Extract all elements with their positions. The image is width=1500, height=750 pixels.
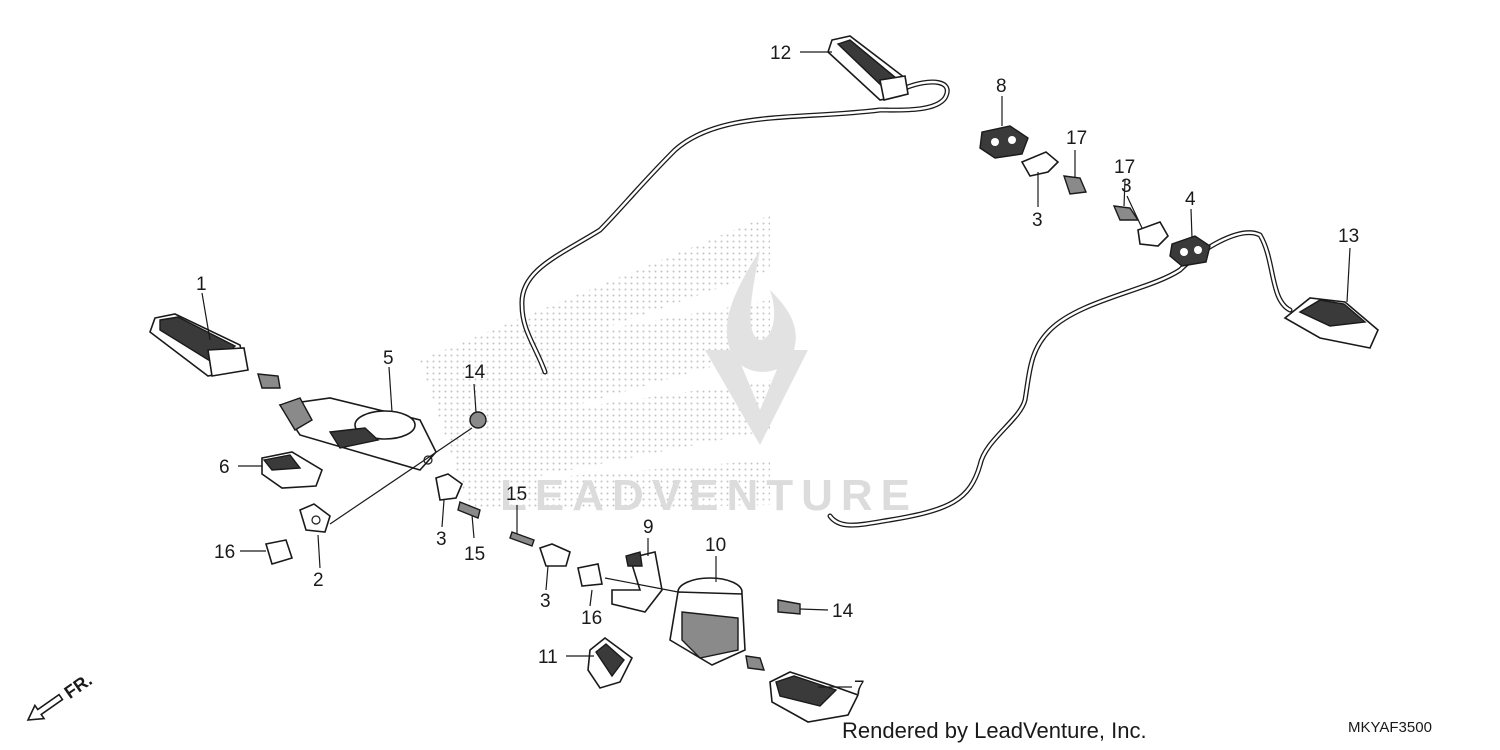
part-3-clip-b [538,543,571,567]
part-2-clip [299,503,331,533]
part-6-pad [261,451,323,489]
part-5-bracket [278,397,437,471]
callout-3d: 3 [1121,176,1132,197]
callout-4: 4 [1185,189,1196,210]
wire-harness-right [827,230,1293,528]
part-9-stay [611,551,663,613]
callout-15b: 15 [506,484,527,505]
part-17-bolt-a [1062,175,1088,195]
callout-8: 8 [996,76,1007,97]
part-1-winker [149,313,281,389]
callout-11: 11 [538,647,558,668]
callouts: 1 2 3 3 3 3 4 5 6 7 8 9 10 11 12 13 14 1… [196,43,1359,699]
callout-17b: 17 [1114,157,1135,178]
leader-lines [201,51,1351,688]
callout-14a: 14 [464,362,486,383]
part-10-bracket [669,577,746,666]
part-3-clip-c [1020,151,1060,177]
callout-10: 10 [705,535,726,556]
part-4-grommet [1169,235,1211,267]
callout-14b: 14 [832,601,854,622]
front-label: FR. [61,670,96,703]
callout-6: 6 [219,457,230,478]
callout-2: 2 [313,570,324,591]
wire-harness-left [519,79,950,375]
part-8-grommet [979,125,1029,159]
part-7-winker [745,655,860,723]
callout-3a: 3 [436,529,447,550]
callout-12: 12 [770,43,791,64]
part-14-nut-a [469,411,487,429]
callout-7: 7 [854,678,865,699]
watermark-flame-logo [726,250,796,372]
part-13-winker [1283,297,1379,349]
rendered-by-credit: Rendered by LeadVenture, Inc. [842,718,1147,743]
callout-15a: 15 [464,544,485,565]
callout-13: 13 [1338,226,1359,247]
callout-3b: 3 [540,591,551,612]
callout-16a: 16 [214,542,235,563]
watermark: LEADVENTURE [420,215,918,520]
part-3-clip-a [435,473,463,501]
part-15-screw-a [457,501,481,519]
callout-5: 5 [383,348,394,369]
part-3-clip-d [1137,221,1169,247]
part-12-winker [827,35,909,101]
callout-17a: 17 [1066,128,1087,149]
callout-3c: 3 [1032,210,1043,231]
part-14-screw-b [777,599,801,615]
watermark-text: LEADVENTURE [500,471,918,520]
front-arrow-icon [26,693,64,721]
callout-9: 9 [643,517,654,538]
front-direction-indicator: FR. [26,670,96,721]
watermark-v-logo [705,350,808,445]
diagram-code: MKYAF3500 [1348,719,1432,736]
callout-16b: 16 [581,608,602,629]
callout-1: 1 [196,274,207,295]
watermark-wing [420,215,770,510]
part-16-collar-b [577,563,603,587]
part-15-screw-b [509,531,535,547]
part-11-cover [587,636,634,689]
part-16-nut-a [264,539,294,565]
